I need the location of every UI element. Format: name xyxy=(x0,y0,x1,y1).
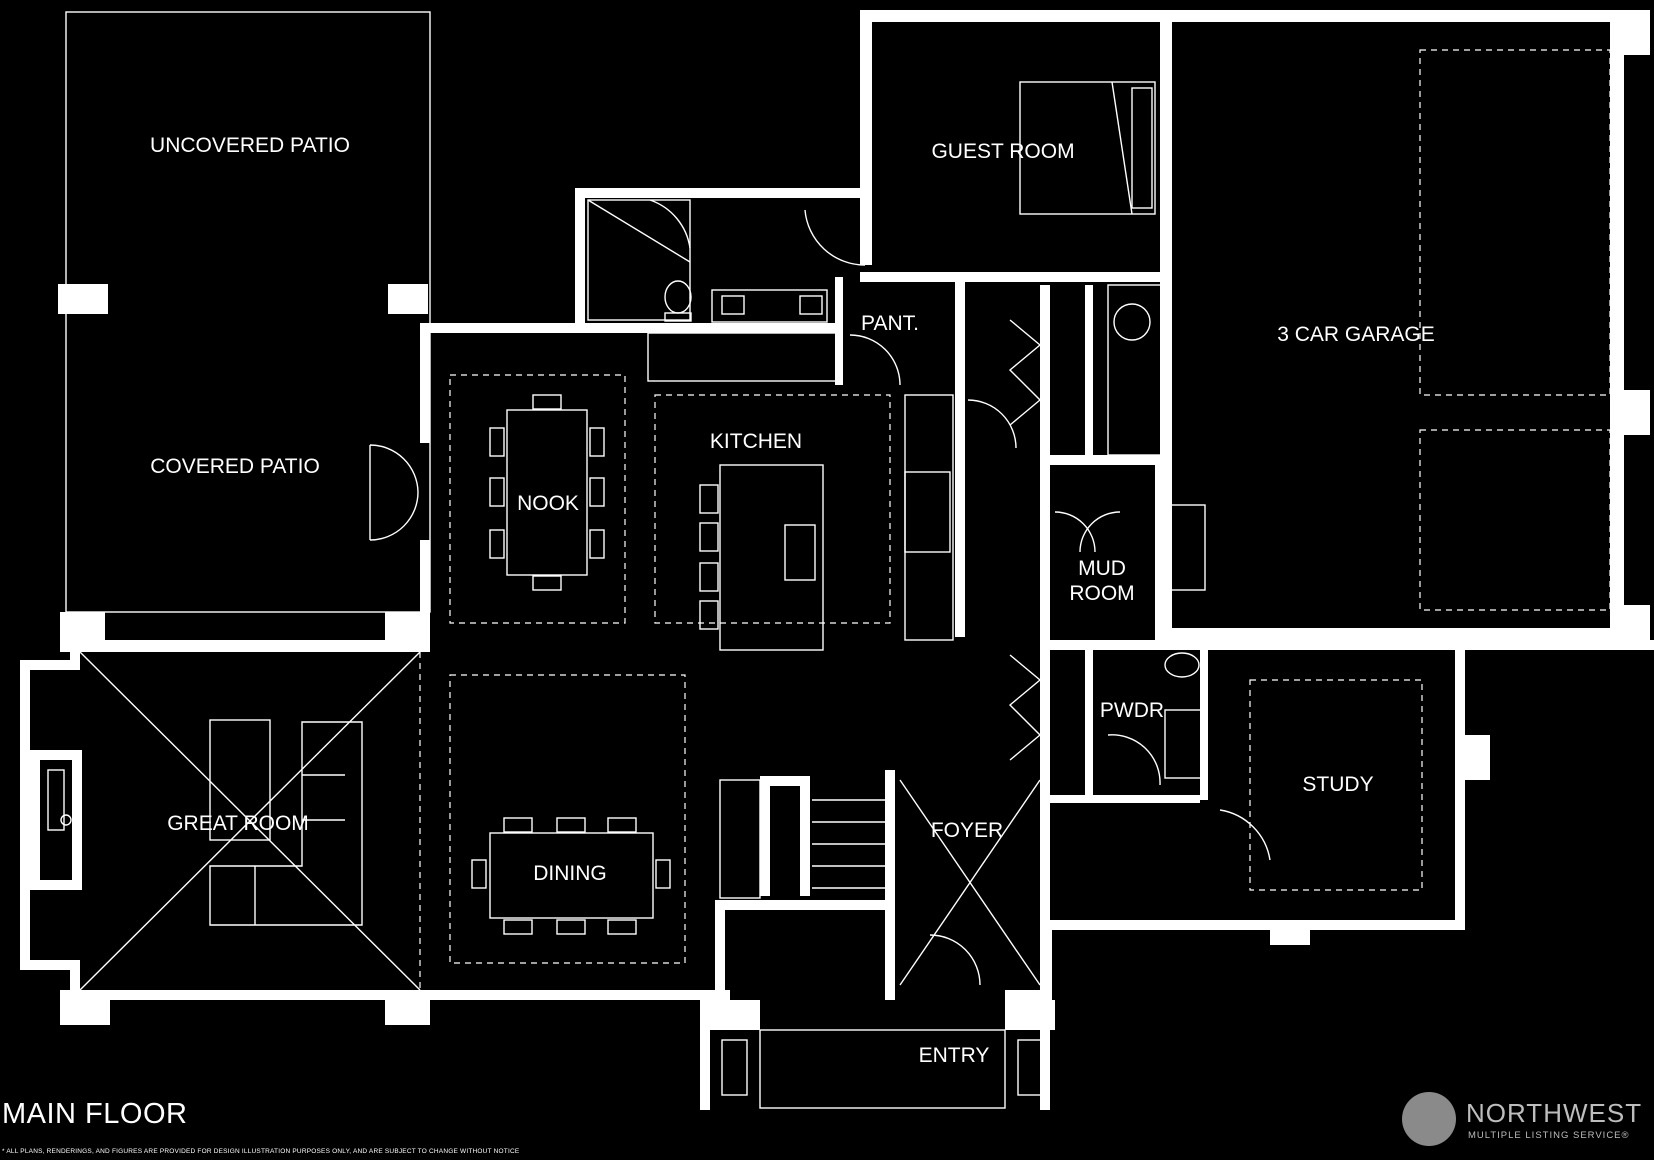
label-guest-room: GUEST ROOM xyxy=(931,140,1074,163)
sofa xyxy=(209,719,363,926)
walls xyxy=(20,10,1654,1110)
label-three-car-garage: 3 CAR GARAGE xyxy=(1277,323,1435,346)
room-labels: UNCOVERED PATIO COVERED PATIO GUEST ROOM… xyxy=(150,134,1435,1067)
label-great-room: GREAT ROOM xyxy=(167,812,309,835)
area-rugs xyxy=(449,49,1611,964)
label-covered-patio: COVERED PATIO xyxy=(150,455,320,478)
label-powder: PWDR xyxy=(1100,699,1164,722)
door-swings xyxy=(369,209,1271,986)
logo-emblem-icon xyxy=(1402,1092,1456,1146)
label-entry: ENTRY xyxy=(919,1044,990,1067)
uncovered-patio-outline xyxy=(65,11,431,613)
fireplace xyxy=(30,750,82,890)
bath-fixtures xyxy=(587,199,828,323)
great-room-ceiling-lines xyxy=(79,651,421,991)
disclaimer-text: * ALL PLANS, RENDERINGS, AND FIGURES ARE… xyxy=(2,1148,520,1155)
label-uncovered-patio: UNCOVERED PATIO xyxy=(150,134,350,157)
label-dining: DINING xyxy=(533,862,607,885)
garage-outline xyxy=(1107,284,1206,591)
dining-table xyxy=(471,817,671,935)
floor-title: MAIN FLOOR xyxy=(2,1098,188,1130)
logo-subtitle: MULTIPLE LISTING SERVICE® xyxy=(1468,1130,1630,1141)
foyer-ceiling-lines xyxy=(899,779,1041,986)
label-mud-room-line2: ROOM xyxy=(1069,582,1134,605)
powder-fixtures xyxy=(1164,652,1204,779)
logo-name: NORTHWEST xyxy=(1466,1098,1643,1128)
nook-table xyxy=(489,394,605,591)
stair-treads xyxy=(719,779,885,899)
label-nook: NOOK xyxy=(517,492,579,515)
kitchen-island xyxy=(699,464,824,651)
nwmls-logo: NORTHWEST MULTIPLE LISTING SERVICE® xyxy=(1402,1092,1641,1152)
entry-porch xyxy=(721,1029,1044,1109)
label-foyer: FOYER xyxy=(931,819,1003,842)
kitchen-counters xyxy=(647,332,954,641)
guest-bed xyxy=(1019,81,1156,215)
label-mud-room-line1: MUD xyxy=(1078,557,1126,580)
label-kitchen: KITCHEN xyxy=(710,430,802,453)
label-pantry: PANT. xyxy=(861,312,919,335)
label-study: STUDY xyxy=(1302,773,1373,796)
